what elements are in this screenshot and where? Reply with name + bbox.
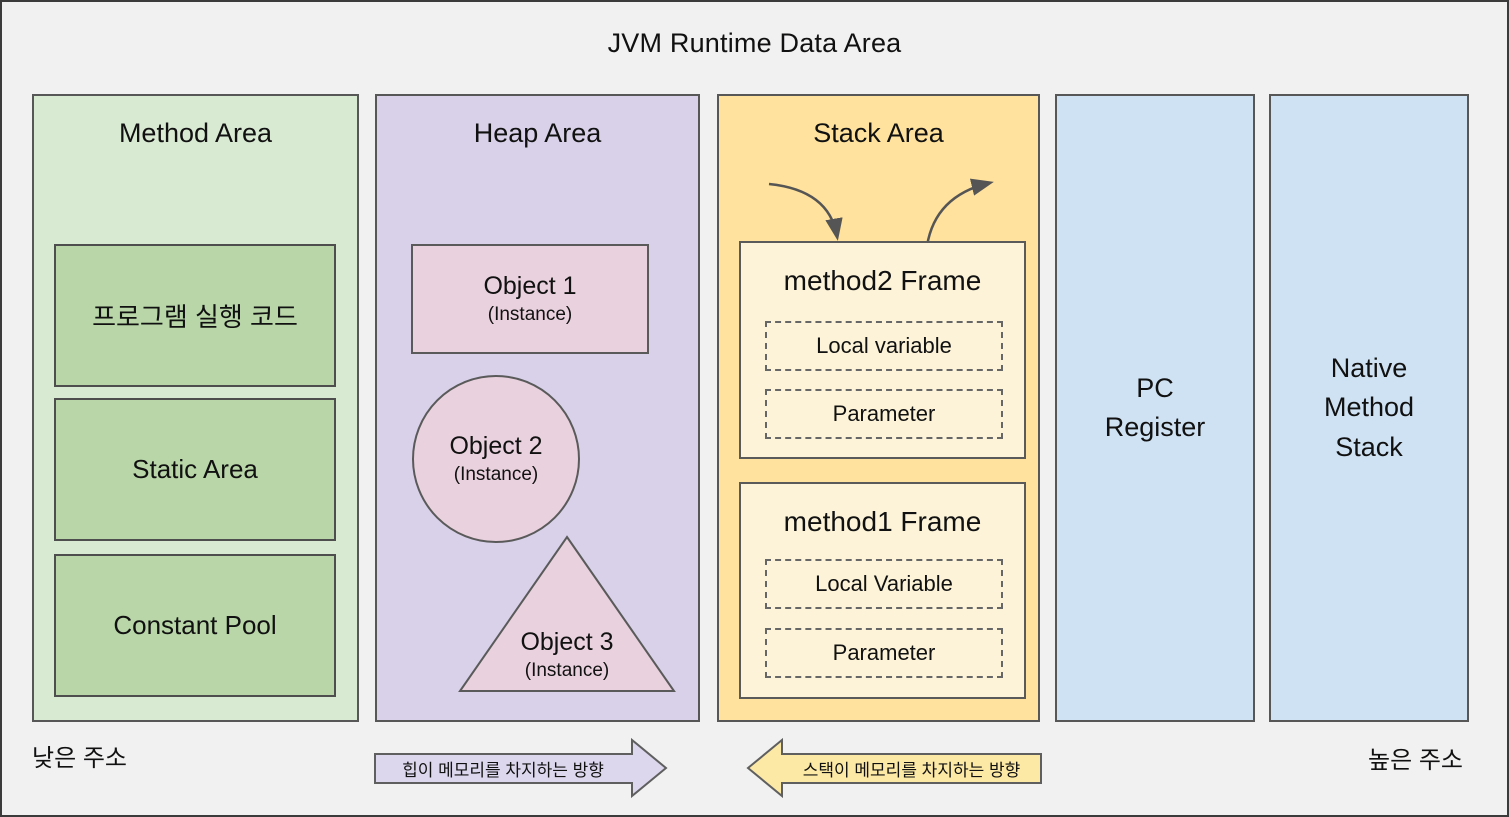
stack-growth-arrow: 스택이 메모리를 차지하는 방향 <box>745 737 1043 799</box>
object3-type: (Instance) <box>524 660 610 681</box>
heap-growth-arrow-label: 힙이 메모리를 차지하는 방향 <box>402 760 604 780</box>
method1-frame-title: method1 Frame <box>783 506 982 537</box>
pc-register-label: PC Register <box>1057 96 1253 720</box>
triangle-shape-icon <box>458 535 676 692</box>
native-line3: Stack <box>1335 431 1403 462</box>
heap-object-1: Object 1 (Instance) <box>411 244 649 354</box>
diagram-title: JVM Runtime Data Area <box>607 28 902 58</box>
method1-local-variable-label: Local Variable <box>815 571 953 596</box>
method-area-panel: Method Area 프로그램 실행 코드 Static Area Const… <box>32 94 359 722</box>
object1-type: (Instance) <box>487 304 573 325</box>
left-arrow-icon <box>746 737 1042 799</box>
method2-local-variable-label: Local variable <box>816 333 952 358</box>
stack-area-title: Stack Area <box>813 118 944 148</box>
heap-growth-arrow: 힙이 메모리를 차지하는 방향 <box>374 737 669 799</box>
stack-area-panel: Stack Area method2 Frame Local variable … <box>717 94 1040 722</box>
object3-name: Object 3 <box>520 628 614 656</box>
native-line2: Method <box>1323 392 1415 423</box>
heap-object-2: Object 2 (Instance) <box>412 375 580 543</box>
static-area-box: Static Area <box>54 398 336 541</box>
right-arrow-icon <box>374 737 668 799</box>
native-line1: Native <box>1330 353 1408 384</box>
method1-frame: method1 Frame Local Variable Parameter <box>739 482 1026 699</box>
native-method-stack-label: Native Method Stack <box>1271 96 1467 720</box>
pc-register-line1: PC <box>1136 372 1174 403</box>
constant-pool-label: Constant Pool <box>113 610 277 640</box>
method1-parameter-slot: Parameter <box>765 628 1003 678</box>
method1-local-variable-slot: Local Variable <box>765 559 1003 609</box>
stack-growth-arrow-label: 스택이 메모리를 차지하는 방향 <box>802 760 1021 780</box>
method2-frame-title: method2 Frame <box>783 265 982 296</box>
heap-object-3: Object 3 (Instance) <box>457 534 677 694</box>
object2-type: (Instance) <box>453 464 539 485</box>
program-code-label: 프로그램 실행 코드 <box>92 302 298 332</box>
constant-pool-box: Constant Pool <box>54 554 336 697</box>
pc-register-line2: Register <box>1104 412 1206 442</box>
method2-parameter-label: Parameter <box>832 401 936 426</box>
high-address-label: 높은 주소 <box>1368 747 1463 774</box>
method2-parameter-slot: Parameter <box>765 389 1003 439</box>
method2-local-variable-slot: Local variable <box>765 321 1003 371</box>
object2-name: Object 2 <box>449 432 543 460</box>
native-method-stack-panel: Native Method Stack <box>1269 94 1469 722</box>
program-code-box: 프로그램 실행 코드 <box>54 244 336 387</box>
object1-name: Object 1 <box>483 272 577 300</box>
static-area-label: Static Area <box>132 454 258 484</box>
low-address-label: 낮은 주소 <box>32 745 127 772</box>
method-area-title: Method Area <box>118 118 273 148</box>
pc-register-panel: PC Register <box>1055 94 1255 722</box>
method2-frame: method2 Frame Local variable Parameter <box>739 241 1026 459</box>
heap-area-panel: Heap Area Object 1 (Instance) Object 2 (… <box>375 94 700 722</box>
heap-area-title: Heap Area <box>473 118 602 148</box>
method1-parameter-label: Parameter <box>832 640 936 665</box>
push-pop-arrows-icon <box>768 178 994 247</box>
